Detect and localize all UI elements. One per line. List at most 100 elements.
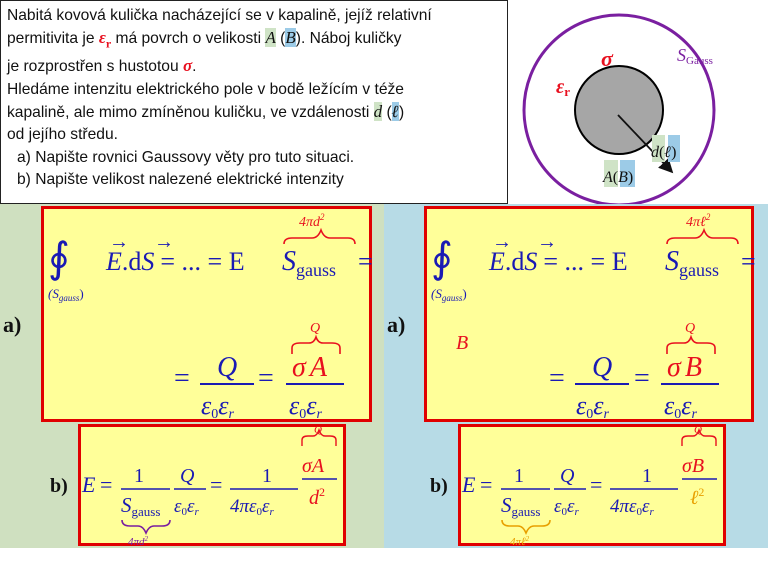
s-gauss-denominator: Sgauss [501, 493, 540, 519]
numerator-one: 1 [134, 465, 144, 487]
problem-statement: Nabitá kovová kulička nacházející se v k… [0, 0, 508, 204]
intensity-e: E [81, 472, 96, 497]
sigma-area-numerator: σA [302, 455, 325, 477]
formula-box-a-left [41, 206, 372, 422]
integral-subscript: (Sgauss) [431, 286, 467, 303]
underbrace-s-gauss [501, 519, 551, 536]
gauss-law-equation-a: a) ∮ (Sgauss) E.dS= ... = E → → Sgauss 4… [3, 212, 373, 422]
area-symbol-B: B [285, 28, 296, 48]
overbrace-s-gauss [666, 227, 739, 245]
contour-integral-sign: ∮ [48, 236, 70, 282]
s-gauss-label: SGauss [677, 45, 713, 67]
gauss-law-equation-a-alt: a) ∮ (Sgauss) E.dS= ... = E → → Sgauss 4… [387, 212, 756, 422]
charged-sphere [574, 65, 664, 155]
underbrace-label-4pid2: 4πd2 [128, 535, 149, 548]
sphere-figure: SGauss εr σ d(ℓ) A(B) [510, 0, 768, 207]
distance-label: d(ℓ) [651, 144, 677, 161]
part-a-label: a) [387, 312, 405, 337]
text-fragment: ) [398, 104, 405, 122]
equals-sign: = [174, 363, 190, 394]
fraction-denominator: ε0εr [576, 391, 610, 422]
eps-denominator: ε0εr [174, 496, 200, 518]
four-pi-denominator: 4πε0εr [610, 496, 655, 518]
overbrace-sigma-b [666, 334, 716, 354]
brace-label-q: Q [685, 321, 695, 336]
fraction-denominator: ε0εr [664, 391, 698, 422]
problem-line-1: Nabitá kovová kulička nacházející se v k… [7, 7, 432, 24]
problem-line-3: je rozprostřen s hustotou σ. [7, 55, 507, 78]
eps-denominator: ε0εr [554, 496, 580, 518]
contour-integral-sign: ∮ [431, 236, 453, 282]
text-fragment: ). Náboj kuličky [295, 30, 402, 48]
sigma-symbol: σ [182, 56, 193, 76]
underbrace-label-4pil2: 4πℓ2 [510, 535, 530, 548]
task-b: b) Napište velikost nalezené elektrické … [17, 171, 344, 189]
area-label: A(B) [602, 169, 633, 186]
problem-text: Nabitá kovová kulička nacházející se v k… [7, 5, 507, 192]
field-intensity-equation-b: b) E = 1 Sgauss 4πd2 Q ε0εr = 1 4πε0εr Q… [50, 424, 337, 548]
fraction-q-numerator: Q [217, 352, 237, 383]
text-fragment: kapalině, ale mimo zmíněnou kuličku, ve … [7, 104, 374, 122]
distance-squared: ℓ2 [690, 485, 704, 509]
brace-label-q: Q [310, 321, 320, 336]
problem-line-6: od jejího středu. [7, 126, 118, 144]
s-gauss-term: Sgauss [665, 246, 719, 280]
vector-arrow-E: → [492, 231, 512, 253]
panel-a-right: a) ∮ (Sgauss) E.dS= ... = E → → Sgauss 4… [384, 204, 768, 424]
s-gauss-term: Sgauss [282, 246, 336, 280]
equation-lhs: E.dS= ... = E [488, 247, 628, 276]
fraction-q-numerator: Q [592, 352, 612, 383]
numerator-one: 1 [642, 465, 652, 487]
epsilon-symbol: εr [99, 28, 111, 50]
equals-sign: = [258, 363, 274, 394]
distance-symbol-l: ℓ [391, 102, 399, 122]
highlight-d [652, 135, 665, 162]
intensity-e: E [461, 472, 476, 497]
equals-sign: = [549, 363, 565, 394]
four-pi-denominator: 4πε0εr [230, 496, 275, 518]
sigma-area-numerator: σB [682, 455, 704, 477]
overbrace-sigma-b [681, 427, 717, 446]
numerator-one: 1 [514, 465, 524, 487]
radius-arrow [617, 114, 674, 174]
highlight-B [620, 160, 635, 187]
numerator-one: 1 [262, 465, 272, 487]
formula-box-a-right [424, 206, 754, 422]
vector-arrow-S: → [154, 231, 174, 253]
fraction-denominator: ε0εr [289, 391, 323, 422]
panel-a-left: a) ∮ (Sgauss) E.dS= ... = E → → Sgauss 4… [0, 204, 384, 424]
sphere-diagram: SGauss εr σ d(ℓ) A(B) [522, 13, 716, 207]
overbrace-sigma-a [301, 427, 337, 446]
fraction-denominator: ε0εr [201, 391, 235, 422]
equals-sign: = [100, 472, 112, 497]
overbrace-s-gauss [283, 227, 356, 245]
problem-line-2: permitivita je εr má povrch o velikosti … [7, 27, 507, 55]
task-a: a) Napište rovnici Gaussovy věty pro tut… [17, 148, 355, 166]
distance-squared: d2 [309, 485, 325, 509]
brace-label-4pil2: 4πℓ2 [686, 212, 711, 230]
equals-sign: = [210, 472, 222, 497]
text-fragment: ( [275, 30, 286, 48]
equals-trailing: = [358, 247, 373, 276]
text-fragment: . [192, 58, 197, 76]
highlight-l [668, 135, 680, 162]
s-gauss-denominator: Sgauss [121, 493, 160, 519]
integral-subscript: (Sgauss) [48, 286, 84, 303]
text-fragment: ( [382, 104, 392, 122]
problem-line-5: kapalině, ale mimo zmíněnou kuličku, ve … [7, 101, 507, 124]
text-fragment: permitivita je [7, 30, 99, 48]
equation-lhs: E.dS= ... = E [105, 247, 245, 276]
q-numerator: Q [180, 465, 195, 487]
q-numerator: Q [560, 465, 575, 487]
b-note: B [456, 332, 468, 354]
brace-label-q: Q [694, 424, 702, 436]
vector-arrow-S: → [537, 231, 557, 253]
text-fragment: je rozprostřen s hustotou [7, 58, 183, 76]
brace-label-4pid2: 4πd2 [299, 212, 325, 230]
field-intensity-equation-b-alt: b) E = 1 Sgauss 4πℓ2 Q ε0εr = 1 4πε0εr Q… [430, 424, 717, 548]
part-b-label: b) [430, 475, 448, 497]
part-a-label: a) [3, 312, 21, 337]
part-b-label: b) [50, 475, 68, 497]
